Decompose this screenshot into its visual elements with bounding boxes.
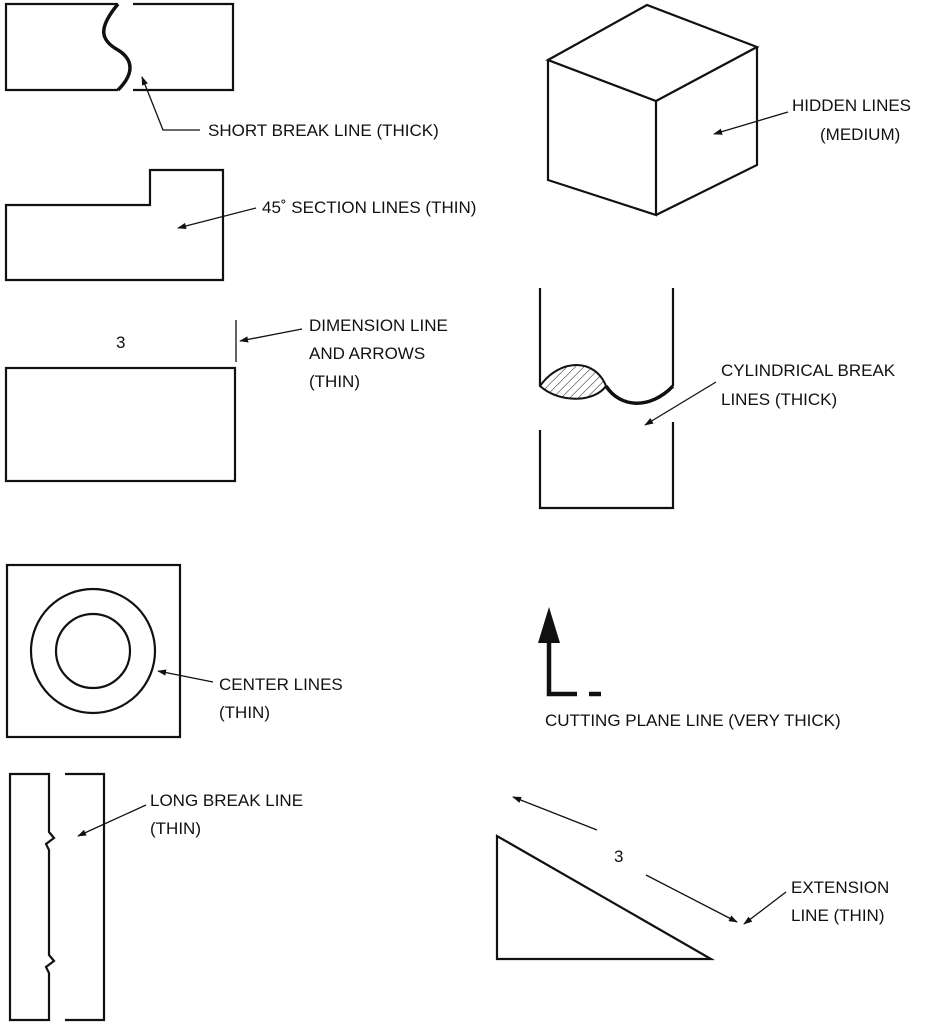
cylinder-lower-part xyxy=(538,422,675,510)
cutting-plane-line xyxy=(546,640,577,697)
cylinder-upper-part xyxy=(538,288,675,386)
section-outline xyxy=(4,168,225,282)
dimension-rectangle xyxy=(4,366,237,483)
dimension-leader xyxy=(239,328,303,343)
cylinder-hatched-section xyxy=(538,364,608,400)
extension-figure: 3 xyxy=(495,796,787,961)
cube-left-face xyxy=(546,60,658,217)
cube-right-face xyxy=(655,47,759,216)
dimension-label-line-1: DIMENSION LINE xyxy=(309,316,448,335)
extension-leader xyxy=(743,891,787,925)
center-lines-square xyxy=(5,563,182,739)
cutting-plane-arrowhead xyxy=(538,607,560,643)
extension-dimension-line-lower xyxy=(645,874,738,923)
center-lines-label-line-2: (THIN) xyxy=(219,703,270,722)
long-break-leader xyxy=(77,804,147,837)
cylindrical-break-label-line-1: CYLINDRICAL BREAK xyxy=(721,361,896,380)
extension-triangle xyxy=(495,834,716,961)
long-break-figure xyxy=(8,772,147,1022)
dimension-label-line-2: AND ARROWS xyxy=(309,344,425,363)
hidden-lines-cube xyxy=(545,3,789,217)
section-figure xyxy=(4,168,257,282)
section-leader xyxy=(177,207,257,230)
long-break-label-line-1: LONG BREAK LINE xyxy=(150,791,303,810)
extension-value: 3 xyxy=(614,847,623,866)
dimension-value: 3 xyxy=(116,333,125,352)
short-break-figure xyxy=(4,2,235,131)
dimension-figure: 3 xyxy=(4,320,303,483)
center-lines-outer-circle xyxy=(29,587,157,715)
center-lines-label-line-1: CENTER LINES xyxy=(219,675,343,694)
cube-top-face xyxy=(545,3,760,103)
cutting-plane-label: CUTTING PLANE LINE (VERY THICK) xyxy=(545,711,841,730)
hidden-lines-label-line-1: HIDDEN LINES xyxy=(792,96,911,115)
hidden-lines-label-line-2: (MEDIUM) xyxy=(820,125,900,144)
extension-label-line-2: LINE (THIN) xyxy=(791,906,885,925)
dimension-label-line-3: (THIN) xyxy=(309,372,360,391)
center-lines-inner-circle xyxy=(54,612,132,690)
short-break-label: SHORT BREAK LINE (THICK) xyxy=(208,121,439,140)
cylindrical-break-label-line-2: LINES (THICK) xyxy=(721,390,837,409)
hidden-lines-leader xyxy=(713,111,789,135)
extension-dimension-line-upper xyxy=(512,796,598,831)
cylindrical-break-leader xyxy=(644,381,717,426)
center-lines-leader xyxy=(157,669,214,683)
long-break-right-part xyxy=(65,772,106,1022)
center-lines-figure xyxy=(5,563,214,739)
section-lines-label: 45˚ SECTION LINES (THIN) xyxy=(262,198,476,217)
short-break-right-part xyxy=(133,2,235,92)
short-break-leader xyxy=(141,76,200,131)
short-break-line xyxy=(102,2,132,92)
extension-label-line-1: EXTENSION xyxy=(791,878,889,897)
cylindrical-break-line xyxy=(604,384,675,405)
cylindrical-break-figure xyxy=(538,288,717,510)
short-break-left-part xyxy=(4,2,118,92)
long-break-label-line-2: (THIN) xyxy=(150,819,201,838)
long-break-left-part xyxy=(8,772,56,1022)
cutting-plane-figure xyxy=(538,607,601,697)
